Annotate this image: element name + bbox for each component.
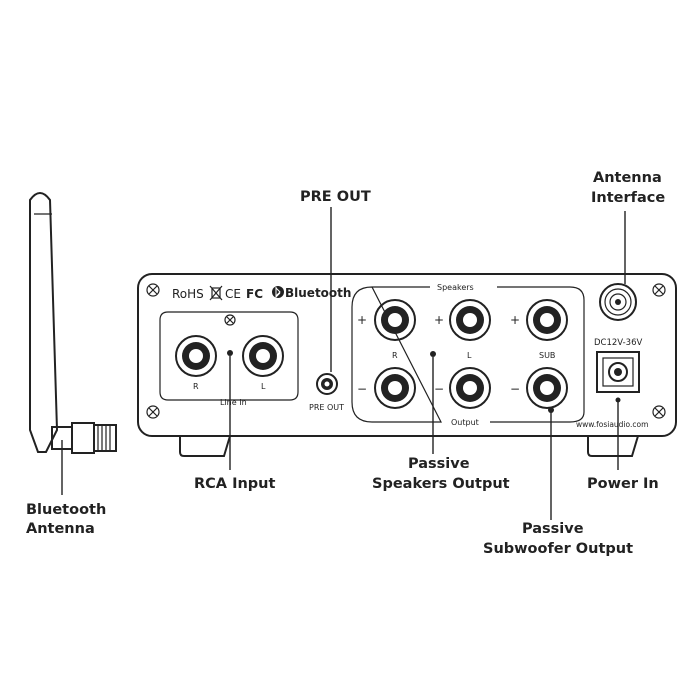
callout-bluetooth-antenna-1: Bluetooth — [26, 502, 106, 518]
plus-sign-sub: + — [510, 313, 520, 327]
callout-rca-input: RCA Input — [194, 476, 275, 492]
pre-out-jack: PRE OUT — [309, 373, 344, 412]
screw-icon — [652, 283, 666, 297]
rca-jack-l — [242, 335, 284, 377]
fc-label: FC — [246, 287, 263, 301]
minus-sign-r: − — [357, 382, 367, 396]
binding-post-sub-minus — [526, 367, 568, 409]
screw-icon — [652, 405, 666, 419]
speaker-l-label: L — [467, 351, 472, 360]
power-center-dot — [615, 397, 621, 403]
certification-logos: RoHS CE FC Bluetooth — [172, 285, 351, 301]
callout-passive-subwoofer-2: Subwoofer Output — [483, 541, 633, 557]
callout-pre-out: PRE OUT — [300, 189, 371, 205]
callout-passive-subwoofer-1: Passive — [522, 521, 584, 537]
callout-passive-speakers-2: Speakers Output — [372, 476, 510, 492]
binding-post-l-minus — [449, 367, 491, 409]
callout-bluetooth-antenna-2: Antenna — [26, 521, 95, 537]
line-in-label: Line In — [220, 398, 247, 407]
rohs-label: RoHS — [172, 287, 204, 301]
bluetooth-label: Bluetooth — [285, 286, 351, 300]
binding-post-r-plus — [374, 299, 416, 341]
binding-post-l-plus — [449, 299, 491, 341]
rca-input-section: R L Line In — [159, 311, 299, 407]
speaker-sub-label: SUB — [539, 351, 555, 360]
callout-antenna-interface-2: Interface — [591, 190, 665, 206]
chassis — [137, 273, 677, 457]
rca-jack-r — [175, 335, 217, 377]
binding-post-r-minus — [374, 367, 416, 409]
speakers-label: Speakers — [437, 283, 474, 292]
dc-voltage-label: DC12V-36V — [594, 338, 642, 348]
binding-post-sub-plus — [526, 299, 568, 341]
plus-sign-l: + — [434, 313, 444, 327]
power-jack-icon: DC12V-36V — [594, 338, 642, 393]
callout-antenna-interface-1: Antenna — [593, 170, 662, 186]
bluetooth-antenna — [29, 192, 117, 495]
plus-sign-r: + — [357, 313, 367, 327]
screw-icon — [146, 283, 160, 297]
speaker-r-label: R — [392, 351, 398, 360]
minus-sign-sub: − — [510, 382, 520, 396]
weee-bin-icon — [209, 285, 223, 301]
screw-icon — [224, 314, 236, 326]
speaker-center-dot — [430, 351, 436, 357]
rca-center-dot — [227, 350, 233, 356]
minus-sign-l: − — [434, 382, 444, 396]
callout-passive-speakers-1: Passive — [408, 456, 470, 472]
subwoofer-leader-dot — [548, 407, 554, 413]
website-label: www.fosiaudio.com — [576, 420, 648, 429]
output-label: Output — [451, 418, 479, 427]
pre-out-panel-label: PRE OUT — [309, 403, 344, 412]
callout-power-in: Power In — [587, 476, 659, 492]
rca-r-label: R — [193, 382, 199, 391]
speaker-output-section: Speakers Output + + + − − − R L SUB — [351, 283, 585, 427]
antenna-connector — [599, 283, 637, 321]
rca-l-label: L — [261, 382, 266, 391]
bluetooth-icon — [272, 286, 284, 299]
screw-icon — [146, 405, 160, 419]
ce-label: CE — [225, 287, 241, 301]
